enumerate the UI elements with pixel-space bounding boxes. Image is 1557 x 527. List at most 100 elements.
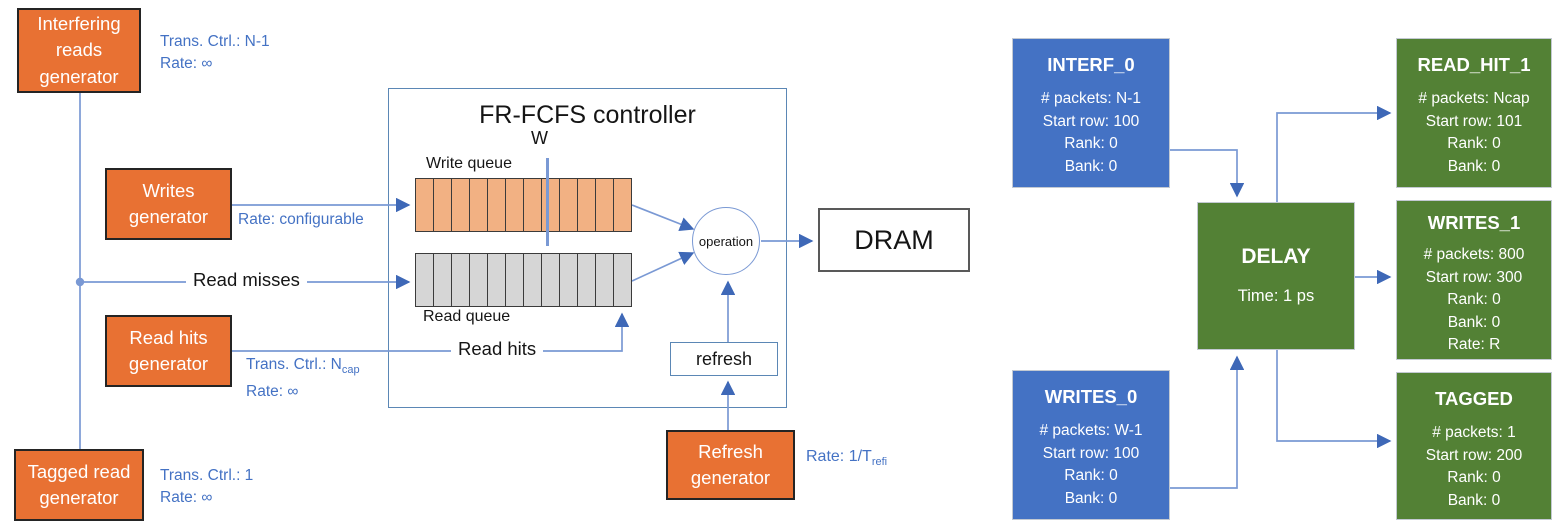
queue-cell xyxy=(469,254,487,306)
generator-label: Read hits xyxy=(129,326,208,348)
node-line: Start row: 100 xyxy=(1042,112,1140,130)
read-hits-label: Read hits xyxy=(451,338,544,360)
trans-ctrl-text: Trans. Ctrl.: Ncap xyxy=(246,356,360,377)
node-line: Bank: 0 xyxy=(1447,157,1501,175)
tagged-annotation: Trans. Ctrl.: 1 Rate: ∞ xyxy=(160,465,253,509)
queue-cell xyxy=(577,254,595,306)
interf0-node: INTERF_0 # packets: N-1 Start row: 100 R… xyxy=(1012,38,1170,188)
refresh-generator-box: Refresh generator xyxy=(666,430,795,500)
generator-label: Writes xyxy=(142,179,195,201)
queue-cell xyxy=(613,254,631,306)
w-depth-label: W xyxy=(531,128,548,148)
queue-cell xyxy=(559,254,577,306)
node-title: TAGGED xyxy=(1435,388,1513,409)
node-line: # packets: N-1 xyxy=(1041,90,1141,107)
node-line: Rank: 0 xyxy=(1064,467,1118,484)
queue-cell xyxy=(577,179,595,231)
trans-ctrl-text: Trans. Ctrl.: 1 xyxy=(160,467,254,484)
interf0-to-delay-wire xyxy=(1170,149,1245,198)
rate-text: Rate: 1/Trefi xyxy=(806,448,888,469)
node-line: # packets: W-1 xyxy=(1039,422,1143,439)
node-line: # packets: 800 xyxy=(1423,246,1525,263)
node-line: Time: 1 ps xyxy=(1237,286,1315,305)
node-line: Rank: 0 xyxy=(1064,135,1118,152)
write-queue xyxy=(415,178,632,232)
delay-to-readhit1-wire xyxy=(1276,105,1392,202)
queue-cell xyxy=(416,179,433,231)
queue-cell xyxy=(433,254,451,306)
queue-cell xyxy=(595,254,613,306)
queue-cell xyxy=(541,179,559,231)
delay-node: DELAY Time: 1 ps xyxy=(1197,202,1355,350)
read-hits-generator-box: Read hits generator xyxy=(105,315,232,387)
generator-label: Tagged read xyxy=(27,460,131,482)
rate-text: Rate: configurable xyxy=(238,211,364,228)
node-title: DELAY xyxy=(1241,244,1311,268)
node-line: # packets: Ncap xyxy=(1418,90,1530,107)
dram-box: DRAM xyxy=(818,208,970,272)
tagged-node: TAGGED # packets: 1 Start row: 200 Rank:… xyxy=(1396,372,1552,520)
operation-label: operation xyxy=(698,233,754,249)
generator-label: Interfering xyxy=(37,13,121,35)
read-queue-label: Read queue xyxy=(423,308,511,325)
queue-cell xyxy=(451,179,469,231)
node-title: WRITES_1 xyxy=(1427,212,1521,233)
writes0-to-delay-wire xyxy=(1170,355,1245,489)
read-hits-annotation: Trans. Ctrl.: Ncap Rate: ∞ xyxy=(246,354,360,403)
refresh-node: refresh xyxy=(670,342,778,376)
junction-dot xyxy=(75,277,85,287)
node-line: Start row: 100 xyxy=(1042,444,1140,462)
node-line: # packets: 1 xyxy=(1432,424,1516,441)
generator-label: generator xyxy=(39,487,119,508)
node-line: Start row: 200 xyxy=(1425,446,1523,464)
generator-label: generator xyxy=(690,467,771,488)
read-misses-label: Read misses xyxy=(186,269,307,291)
queue-cell xyxy=(433,179,451,231)
node-title: WRITES_0 xyxy=(1044,386,1138,407)
queue-cell xyxy=(505,179,523,231)
subscript: refi xyxy=(871,456,888,469)
node-line: Rank: 0 xyxy=(1447,135,1501,152)
subscript: cap xyxy=(341,364,360,377)
queue-cell xyxy=(469,179,487,231)
queue-cell xyxy=(523,254,541,306)
delay-to-tagged-wire xyxy=(1276,350,1392,449)
generator-label: reads xyxy=(55,39,103,61)
node-title: INTERF_0 xyxy=(1047,54,1135,75)
queue-cell xyxy=(559,179,577,231)
node-line: Bank: 0 xyxy=(1447,313,1501,331)
generator-label: generator xyxy=(39,65,119,87)
queue-cell xyxy=(523,179,541,231)
queue-cell xyxy=(451,254,469,306)
rate-text: Rate: ∞ xyxy=(246,383,299,401)
controller-title: FR-FCFS controller xyxy=(479,101,696,129)
queue-cell xyxy=(595,179,613,231)
w-depth-marker-line xyxy=(546,158,549,246)
interfering-annotation: Trans. Ctrl.: N-1 Rate: ∞ xyxy=(160,31,270,75)
queue-cell xyxy=(541,254,559,306)
generator-label: generator xyxy=(128,353,209,374)
node-line: Bank: 0 xyxy=(1064,157,1118,175)
write-queue-label: Write queue xyxy=(426,155,512,172)
read-hit-1-node: READ_HIT_1 # packets: Ncap Start row: 10… xyxy=(1396,38,1552,188)
dram-label: DRAM xyxy=(854,224,934,255)
operation-node: operation xyxy=(692,207,760,275)
writes-1-node: WRITES_1 # packets: 800 Start row: 300 R… xyxy=(1396,200,1552,360)
node-line: Rank: 0 xyxy=(1447,291,1501,308)
writes0-node: WRITES_0 # packets: W-1 Start row: 100 R… xyxy=(1012,370,1170,520)
queue-cell xyxy=(487,179,505,231)
read-queue xyxy=(415,253,632,307)
rate-text: Rate: ∞ xyxy=(160,489,213,506)
node-line: Rate: R xyxy=(1447,336,1501,353)
tagged-read-generator-box: Tagged read generator xyxy=(14,449,144,521)
node-line: Start row: 101 xyxy=(1425,112,1523,130)
node-title: READ_HIT_1 xyxy=(1417,54,1531,75)
queue-cell xyxy=(505,254,523,306)
writes-annotation: Rate: configurable xyxy=(238,209,364,231)
interfering-reads-generator-box: Interfering reads generator xyxy=(17,8,141,93)
node-line: Bank: 0 xyxy=(1064,489,1118,507)
queue-cell xyxy=(487,254,505,306)
node-line: Bank: 0 xyxy=(1447,491,1501,509)
generator-label: Refresh xyxy=(698,440,763,462)
